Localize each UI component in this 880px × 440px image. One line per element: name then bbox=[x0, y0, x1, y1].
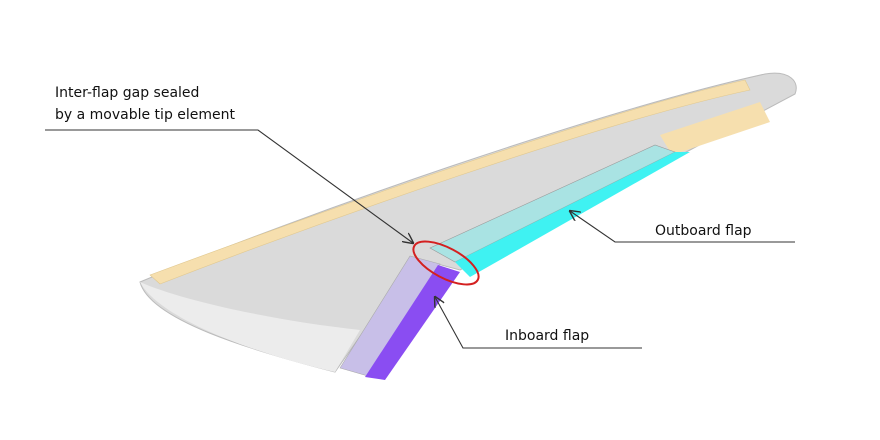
inboard-flap bbox=[365, 265, 460, 380]
inboard-flap-top bbox=[339, 255, 441, 377]
gap-label-line2: by a movable tip element bbox=[55, 107, 236, 123]
inboard-leader-line bbox=[435, 297, 642, 349]
gap-highlight-circle bbox=[412, 240, 480, 286]
outboard-slat-tip bbox=[660, 102, 770, 155]
leading-edge-slat bbox=[149, 79, 751, 285]
gap-leader-line bbox=[45, 129, 413, 243]
inboard-flap-label: Inboard flap bbox=[505, 328, 590, 344]
gap-label-line1: Inter-flap gap sealed bbox=[55, 85, 200, 101]
outboard-flap-label: Outboard flap bbox=[655, 223, 752, 239]
wing-root-shade bbox=[140, 282, 360, 372]
outboard-leader-line bbox=[570, 211, 795, 243]
wing-surface bbox=[139, 72, 797, 373]
